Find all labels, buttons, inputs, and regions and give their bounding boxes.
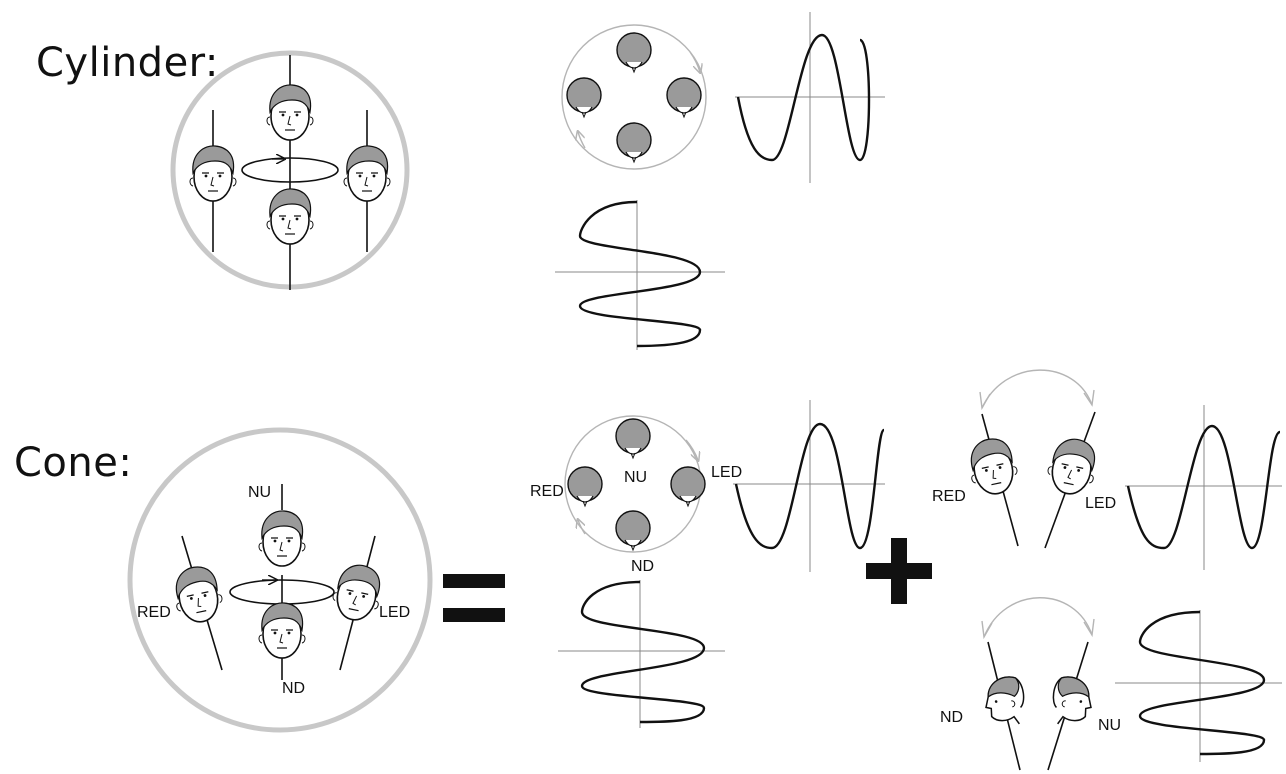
top-of-head-icon (666, 77, 702, 118)
equals-sign (443, 574, 505, 622)
sine-wave-icon (555, 200, 725, 350)
top-of-head-icon (670, 466, 706, 507)
cone-title: Cone: (14, 440, 133, 486)
sine-wave-icon (733, 400, 886, 572)
profile-face-icon (980, 673, 1030, 730)
label-nd: ND (631, 558, 654, 575)
plus-sign (866, 538, 932, 604)
label-nu: NU (1098, 717, 1121, 734)
cone-rotation-diagram: NU ND RED LED (530, 415, 742, 575)
top-of-head-icon (616, 122, 652, 163)
cone-circle-panel: NU ND RED LED (127, 427, 433, 733)
roll-rotation-diagram: RED LED (932, 369, 1116, 549)
cylinder-circle-panel (170, 50, 410, 290)
sine-wave-icon (558, 580, 725, 728)
label-red: RED (530, 483, 564, 500)
sine-wave-icon (1125, 405, 1282, 570)
pitch-rotation-diagram: ND NU (940, 597, 1121, 771)
label-red: RED (932, 488, 966, 505)
top-of-head-icon (615, 418, 651, 459)
tilted-face-icon (963, 433, 1022, 500)
label-led: LED (711, 464, 742, 481)
label-led: LED (379, 604, 410, 621)
top-of-head-icon (616, 32, 652, 73)
label-nu: NU (624, 469, 647, 486)
tilted-face-icon (1043, 433, 1102, 500)
cylinder-title: Cylinder: (36, 40, 219, 86)
top-of-head-icon (615, 510, 651, 551)
profile-face-icon (1047, 673, 1097, 730)
top-of-head-icon (566, 77, 602, 118)
label-nd: ND (282, 680, 305, 697)
cylinder-rotation-diagram (561, 24, 707, 170)
sine-wave-icon (735, 12, 885, 183)
top-of-head-icon (567, 466, 603, 507)
label-nu: NU (248, 484, 271, 501)
label-led: LED (1085, 495, 1116, 512)
label-red: RED (137, 604, 171, 621)
sine-wave-icon (1115, 610, 1282, 762)
label-nd: ND (940, 709, 963, 726)
